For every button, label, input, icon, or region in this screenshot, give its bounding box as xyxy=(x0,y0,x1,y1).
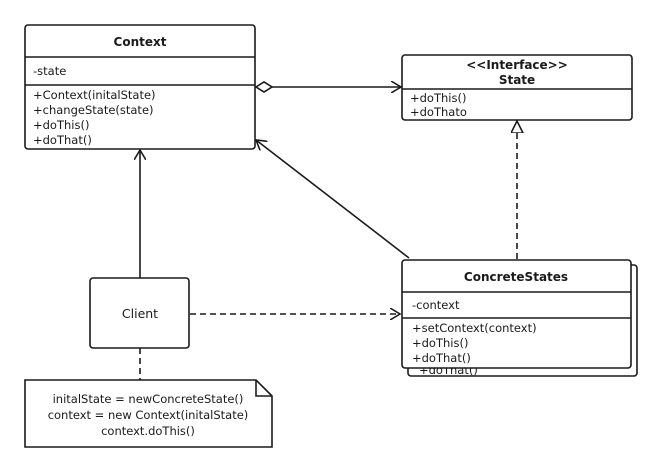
context-method-change-state: +changeState(state) xyxy=(33,103,154,117)
context-method-do-this: +doThis() xyxy=(33,118,89,132)
note-fold-icon xyxy=(255,380,272,397)
context-attribute-state: -state xyxy=(33,64,66,78)
note-line-2: context = new Context(initalState) xyxy=(48,408,249,422)
note-line-3: context.doThis() xyxy=(101,424,195,438)
note-line-1: initalState = newConcreteState() xyxy=(53,392,244,406)
concrete-states-class[interactable]: +doThat() ConcreteStates -context +setCo… xyxy=(401,259,638,377)
state-method-do-thato: +doThato xyxy=(410,105,467,119)
concrete-method-do-this: +doThis() xyxy=(412,336,468,350)
client-box[interactable]: Client xyxy=(89,277,190,349)
context-method-constructor: +Context(initalState) xyxy=(33,88,156,102)
context-class[interactable]: Context -state +Context(initalState) +ch… xyxy=(24,24,256,150)
state-interface-name: State xyxy=(499,73,535,87)
state-stereotype: <<Interface>> xyxy=(466,58,568,72)
client-label: Client xyxy=(122,306,158,321)
state-method-do-this: +doThis() xyxy=(410,91,466,105)
concrete-states-name: ConcreteStates xyxy=(464,270,568,284)
association-connector xyxy=(256,140,410,259)
aggregation-diamond-icon xyxy=(254,81,274,93)
concrete-method-set-context: +setContext(context) xyxy=(412,321,537,335)
concrete-method-do-that: +doThat() xyxy=(412,351,471,365)
context-class-name: Context xyxy=(114,35,167,49)
code-note[interactable]: initalState = newConcreteState() context… xyxy=(24,379,273,448)
concrete-attribute-context: -context xyxy=(412,298,460,312)
context-method-do-that: +doThat() xyxy=(33,133,92,147)
state-interface[interactable]: <<Interface>> State +doThis() +doThato xyxy=(401,54,633,121)
